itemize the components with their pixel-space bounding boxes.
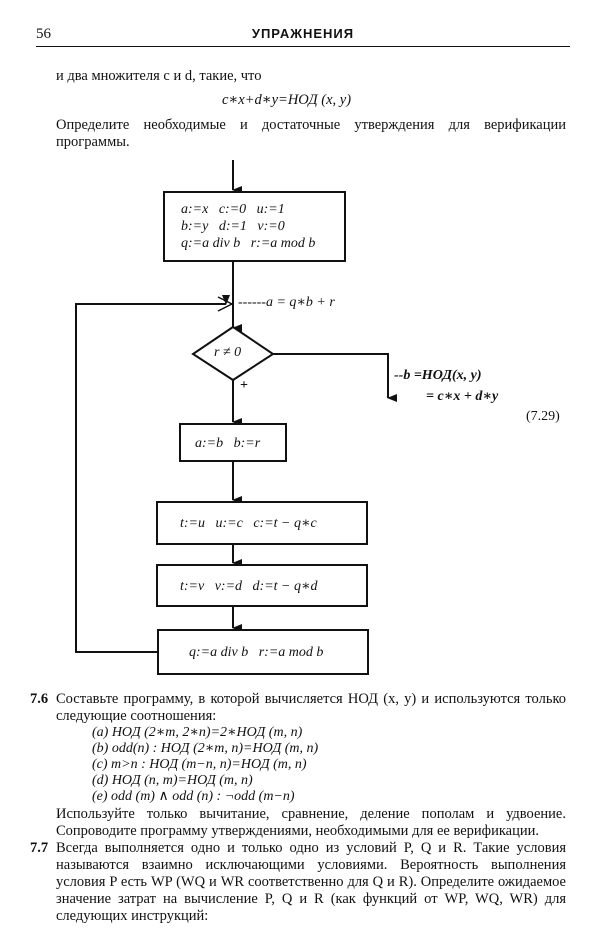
running-title: УПРАЖНЕНИЯ — [251, 26, 355, 41]
step4-text: q:=a div b r:=a mod b — [189, 645, 324, 660]
exercise-text: Составьте программу, в которой вычисляет… — [56, 691, 566, 724]
relation-item: (a) НОД (2∗m, 2∗n)=2∗НОД (m, n) — [92, 725, 303, 740]
page-number: 56 — [36, 26, 51, 42]
exercise-text: Всегда выполняется одно и только одно из… — [56, 840, 566, 924]
plus-label: + — [240, 378, 248, 393]
step1-text: a:=b b:=r — [195, 436, 261, 451]
exercise-instruction: Используйте только вычитание, сравнение,… — [56, 806, 566, 839]
relation-item: (c) m>n : НОД (m−n, n)=НОД (m, n) — [92, 757, 307, 772]
loop-back-line — [75, 295, 230, 653]
invariant-label: ------a = q∗b + r — [238, 295, 335, 310]
page-header: 56 УПРАЖНЕНИЯ — [36, 26, 570, 47]
step3-text: t:=v v:=d d:=t − q∗d — [180, 579, 318, 594]
exercise-number: 7.6 — [30, 691, 49, 707]
init-line: a:=x c:=0 u:=1 — [181, 202, 285, 217]
init-line: b:=y d:=1 v:=0 — [181, 219, 285, 234]
step2-text: t:=u u:=c c:=t − q∗c — [180, 516, 317, 531]
intro-formula: c∗x+d∗y=НОД (x, y) — [222, 92, 352, 108]
condition-diamond — [191, 325, 275, 382]
intro-paragraph: Определите необходимые и достаточные утв… — [56, 117, 566, 150]
intro-line: и два множителя c и d, такие, что — [56, 68, 262, 84]
step3-box: t:=v v:=d d:=t − q∗d — [156, 564, 368, 607]
relation-item: (d) НОД (n, m)=НОД (m, n) — [92, 773, 253, 788]
step1-box: a:=b b:=r — [179, 423, 287, 462]
condition-text: r ≠ 0 — [214, 345, 242, 360]
exit-label-1: --b =НОД(x, y) — [394, 368, 482, 383]
step4-box: q:=a div b r:=a mod b — [157, 629, 369, 675]
exit-line — [272, 353, 397, 402]
exit-label-2: = c∗x + d∗y — [426, 389, 499, 404]
init-line: q:=a div b r:=a mod b — [181, 236, 316, 251]
relation-item: (e) odd (m) ∧ odd (n) : ¬odd (m−n) — [92, 789, 295, 804]
exercise-number: 7.7 — [30, 840, 49, 856]
equation-number: (7.29) — [526, 409, 560, 424]
step2-box: t:=u u:=c c:=t − q∗c — [156, 501, 368, 545]
init-box: a:=x c:=0 u:=1 b:=y d:=1 v:=0 q:=a div b… — [163, 191, 346, 262]
relation-item: (b) odd(n) : НОД (2∗m, n)=НОД (m, n) — [92, 741, 319, 756]
